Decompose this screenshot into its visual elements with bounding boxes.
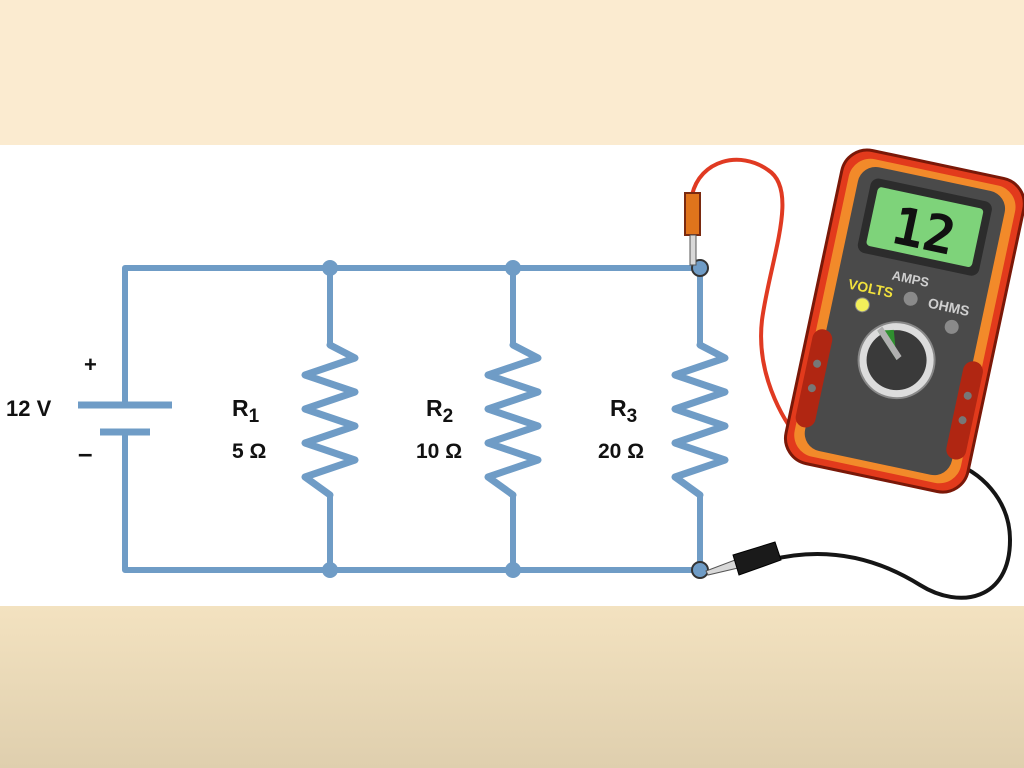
- battery-plus-sign: +: [84, 352, 97, 377]
- resistor-r2-name: R2: [426, 395, 453, 427]
- display-reading: 12: [887, 196, 961, 268]
- bottom-band: [0, 606, 1024, 768]
- volts-indicator-light: [854, 297, 870, 313]
- resistor-r2-value: 10 Ω: [416, 440, 462, 463]
- black-probe-lead: [769, 460, 1013, 600]
- resistor-r3-value: 20 Ω: [598, 440, 644, 463]
- battery-voltage-label: 12 V: [6, 396, 52, 421]
- battery-minus-sign: –: [78, 438, 92, 468]
- display-screen: [866, 187, 984, 267]
- resistor-r2-symbol: [484, 341, 542, 499]
- junction-dot: [322, 260, 338, 276]
- battery-symbol: [78, 401, 172, 436]
- junction-dot: [322, 562, 338, 578]
- junction-dot: [505, 260, 521, 276]
- red-probe[interactable]: [684, 192, 701, 266]
- multimeter: 12 AMPS VOLTS OHMS: [783, 148, 1024, 494]
- junction-dot: [505, 562, 521, 578]
- resistor-r1-symbol: [301, 341, 359, 499]
- selector-dial[interactable]: [852, 315, 942, 405]
- resistor-r1-name: R1: [232, 395, 260, 427]
- right-grip: [946, 361, 983, 460]
- resistor-r3-name: R3: [610, 395, 637, 427]
- probe-junction-bottom: [691, 561, 709, 579]
- top-band: [0, 0, 1024, 145]
- top-wire: [122, 265, 700, 405]
- amps-indicator-light: [903, 291, 918, 306]
- ohms-indicator-light: [944, 319, 959, 334]
- black-probe[interactable]: [705, 541, 782, 576]
- resistor-r3-symbol: [671, 341, 729, 499]
- left-grip: [795, 329, 833, 428]
- resistor-r1-value: 5 Ω: [232, 440, 266, 463]
- red-probe-lead: [690, 157, 802, 442]
